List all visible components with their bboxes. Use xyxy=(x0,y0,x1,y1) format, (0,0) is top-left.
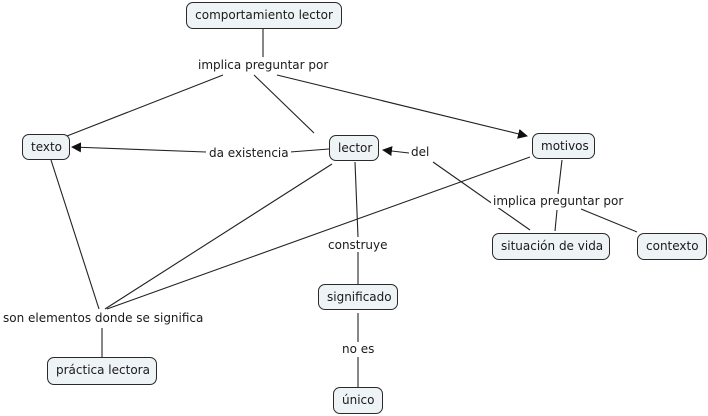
line-motivos-son-elementos xyxy=(106,156,531,310)
line-situacion-del xyxy=(432,161,531,231)
concept-unico[interactable]: único xyxy=(333,387,383,414)
line-lector-construye xyxy=(354,161,359,238)
line-lector-son-elementos xyxy=(104,163,333,310)
linking-phrase-no-es[interactable]: no es xyxy=(340,342,377,356)
linking-phrase-son-elementos[interactable]: son elementos donde se significa xyxy=(1,311,206,325)
linking-phrase-implica-preguntar-por[interactable]: implica preguntar por xyxy=(196,58,331,72)
line-implica-texto xyxy=(66,74,224,137)
concept-texto[interactable]: texto xyxy=(22,134,70,160)
concept-motivos[interactable]: motivos xyxy=(532,133,595,159)
line-implica2-situacion xyxy=(554,209,558,232)
arrow-del-lector xyxy=(382,146,410,156)
line-texto-son-elementos xyxy=(50,159,100,310)
concept-significado[interactable]: significado xyxy=(318,284,398,310)
linking-phrase-construye[interactable]: construye xyxy=(326,238,390,252)
linking-phrase-da-existencia[interactable]: da existencia xyxy=(207,146,291,160)
line-lector-da-existencia xyxy=(289,148,330,153)
concept-lector[interactable]: lector xyxy=(329,135,379,161)
line-motivos-implica2 xyxy=(557,159,563,195)
concept-situacion-de-vida[interactable]: situación de vida xyxy=(492,233,610,260)
concept-practica-lectora[interactable]: práctica lectora xyxy=(47,357,157,385)
concept-contexto[interactable]: contexto xyxy=(637,233,707,260)
line-implica-lector xyxy=(253,74,315,134)
line-implica2-contexto xyxy=(580,208,638,233)
concept-comportamiento-lector[interactable]: comportamiento lector xyxy=(186,2,342,29)
linking-phrase-del[interactable]: del xyxy=(409,145,432,159)
arrow-da-existencia-texto xyxy=(71,142,207,153)
linking-phrase-implica-preguntar-por-2[interactable]: implica preguntar por xyxy=(491,194,626,208)
arrow-implica-motivos xyxy=(276,74,528,139)
